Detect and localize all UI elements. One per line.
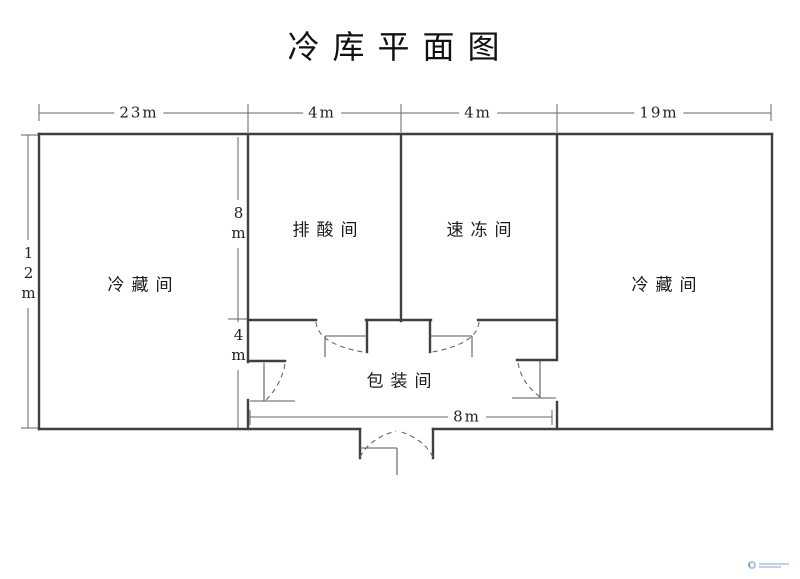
door-swing-deacid bbox=[315, 321, 364, 353]
walls bbox=[37, 132, 774, 460]
watermark bbox=[748, 561, 789, 569]
watermark-logo-icon bbox=[748, 561, 756, 569]
dim-label-4m-deacid: 4m bbox=[303, 105, 341, 121]
dim-label-8m-width: 8m bbox=[448, 409, 486, 425]
door-leaves bbox=[250, 335, 556, 475]
dim-label-19m: 19m bbox=[634, 105, 684, 121]
room-label-deacidification: 排酸间 bbox=[285, 221, 365, 241]
page-title: 冷库平面图 bbox=[287, 28, 513, 66]
dim-label-4m-freeze: 4m bbox=[459, 105, 497, 121]
door-swing-freeze bbox=[431, 321, 480, 353]
door-swing-entrance-left bbox=[359, 430, 397, 458]
door-swing-left-room bbox=[265, 363, 286, 401]
room-label-cold-storage-right: 冷藏间 bbox=[624, 276, 704, 296]
dim-label-23m: 23m bbox=[114, 105, 164, 121]
room-label-packaging: 包装间 bbox=[359, 372, 439, 392]
watermark-text-marks bbox=[759, 562, 789, 568]
door-swing-entrance-right bbox=[397, 430, 434, 458]
dim-label-4m-height: 4m bbox=[230, 322, 248, 370]
dim-label-8m-height: 8m bbox=[230, 200, 248, 248]
door-swing-right-room bbox=[517, 362, 544, 400]
room-label-cold-storage-left: 冷藏间 bbox=[100, 276, 180, 296]
dim-label-12m: 12m bbox=[20, 240, 38, 308]
room-label-quick-freezing: 速冻间 bbox=[439, 221, 519, 241]
door-swings bbox=[265, 321, 544, 458]
